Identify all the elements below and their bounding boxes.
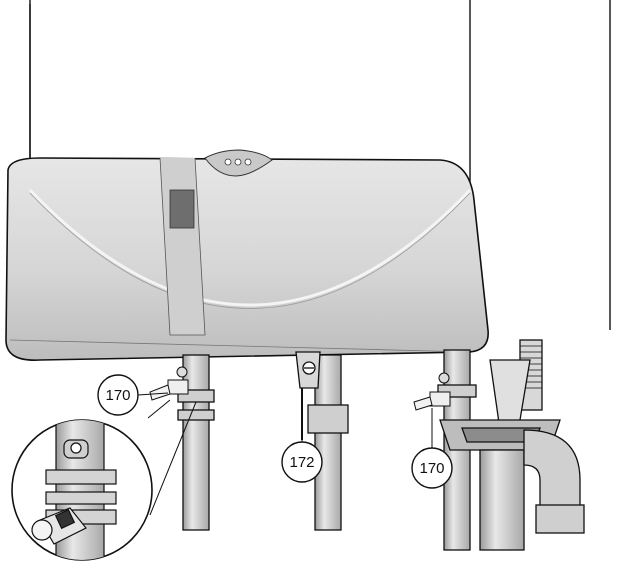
zoom-detail (11, 399, 197, 561)
front-cover (5, 157, 489, 361)
pipe-center (314, 354, 342, 531)
callout-label: 170 (419, 460, 444, 477)
valve-right (413, 372, 451, 411)
control-panel (204, 149, 273, 177)
callout-172: 172 (281, 440, 323, 483)
callout-label: 172 (289, 454, 314, 471)
callout-170-right: 170 (411, 408, 453, 489)
callout-170-left: 170 (97, 374, 169, 416)
indicator-light (224, 158, 232, 166)
valve-left (149, 366, 189, 401)
callout-label: 170 (105, 387, 130, 404)
indicator-light (234, 158, 242, 166)
pipes (177, 339, 585, 551)
indicator-light (244, 158, 252, 166)
display-window (169, 189, 195, 229)
